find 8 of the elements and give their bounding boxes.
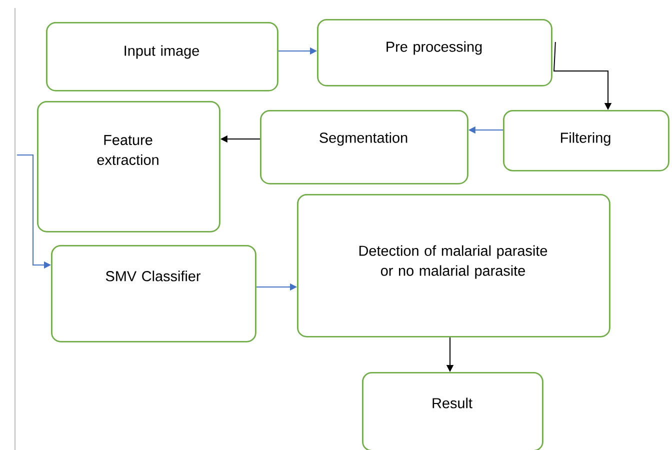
process-box: SMV Classifier [51, 245, 256, 342]
process-box: Segmentation [260, 110, 468, 184]
process-box: Pre processing [317, 19, 552, 86]
process-box: Result [362, 372, 544, 450]
process-box: Detection of malarial parasite or no malarial parasite [297, 194, 610, 338]
process-box: Feature extraction [37, 101, 220, 232]
process-box: Filtering [503, 110, 670, 172]
process-box: Input image [46, 22, 278, 92]
